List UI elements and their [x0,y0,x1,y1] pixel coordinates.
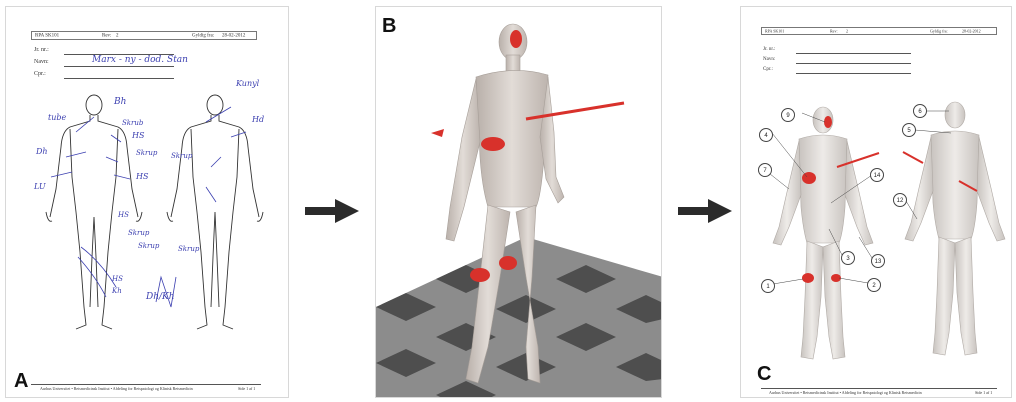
right-arrow-icon [305,199,359,223]
footer-institution: Aarhus Universitet • Retsmedicinsk Insti… [40,386,193,391]
note-skrup-4: Skrup [138,242,159,250]
panel-letter-c: C [757,363,771,386]
footer-rule [761,388,997,389]
callout-5: 5 [902,123,916,137]
note-skrup-1: Skrup [136,149,157,157]
note-dh-kh: Dh/Kh [146,292,175,302]
panel-b-3d-reconstruction: B [375,6,662,398]
footer-page: Side 1 af 1 [238,386,255,391]
panel-c-generated-report: RPA SK101 Rev: 2 Gyldig fra: 28-02-2012 … [740,6,1012,398]
note-lu: LU [34,182,46,191]
callout-1: 1 [761,279,775,293]
note-bh: Bh [114,97,126,107]
callout-4: 4 [759,128,773,142]
footer-institution: Aarhus Universitet • Retsmedicinsk Insti… [769,390,922,395]
rendered-body-figures [741,7,1012,398]
note-skrub: Skrub [122,119,143,127]
note-skrup-2: Skrup [171,152,192,160]
note-kunyl: Kunyl [236,79,259,88]
callout-9: 9 [781,108,795,122]
note-dh: Dh [36,147,48,156]
right-arrow-icon [678,199,732,223]
note-hd: Hd [252,115,264,124]
callout-3: 3 [841,251,855,265]
back-body-render [905,102,1005,355]
callout-2: 2 [867,278,881,292]
note-hs-2: HS [136,172,148,181]
panel-letter-a: A [14,370,28,393]
body-outline-figures [6,7,289,398]
note-hs-3: HS [118,211,129,219]
note-tube: tube [48,113,66,122]
note-hs-1: HS [132,131,144,140]
front-body-render [773,107,873,359]
note-skrup-5: Skrup [178,245,199,253]
callout-7: 7 [758,163,772,177]
callout-12: 12 [893,193,907,207]
panel-a-scanned-form: RPA SK101 Rev: 2 Gyldig fra: 28-02-2012 … [5,6,289,398]
note-kh: Kh [112,287,122,295]
callout-6: 6 [913,104,927,118]
3d-body-model-scene [376,7,662,398]
note-hs-4: HS [112,275,123,283]
panel-letter-b: B [382,15,396,38]
note-skrup-3: Skrup [128,229,149,237]
callout-14: 14 [870,168,884,182]
footer-rule [31,384,261,385]
footer-page: Side 1 af 1 [975,390,992,395]
callout-13: 13 [871,254,885,268]
bullet-trajectory-entry [431,129,444,137]
